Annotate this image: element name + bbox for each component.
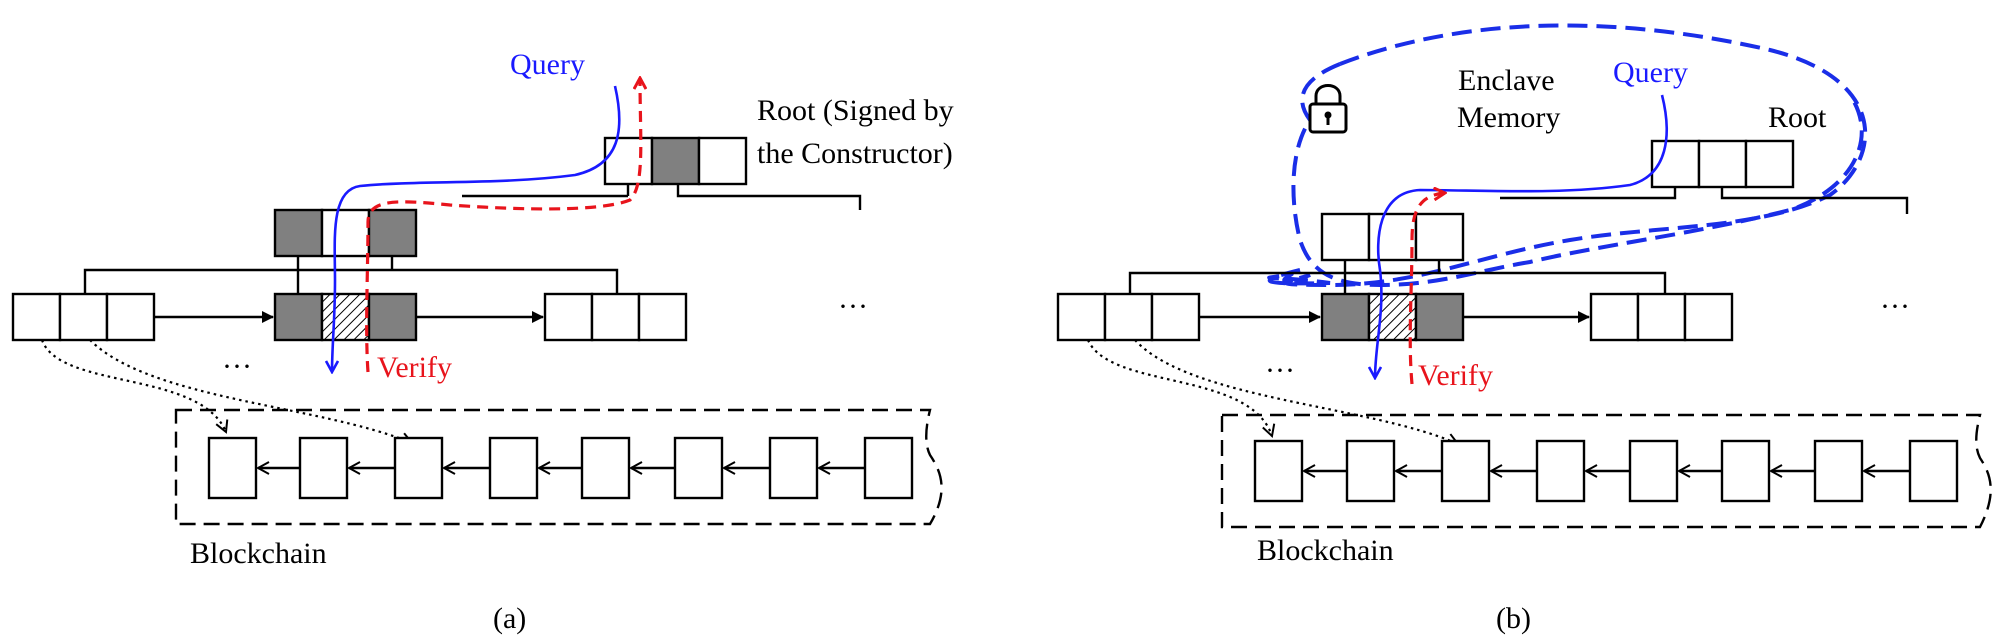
leaf-node-left: [11, 292, 156, 342]
ellipsis-below-b: ···: [1265, 354, 1295, 387]
root-node: [603, 136, 748, 186]
caption-a: (a): [493, 602, 526, 635]
middle-node-b: [1320, 212, 1465, 262]
verify-path: [365, 78, 641, 373]
middle-children-connector: [83, 256, 619, 294]
leaf-node-middle-b: [1320, 292, 1465, 342]
leaf-node-middle: [273, 292, 418, 342]
query-label-b: Query: [1613, 56, 1688, 89]
query-label: Query: [510, 48, 585, 81]
leaf-node-left-b: [1056, 292, 1201, 342]
leaf-node-right: [543, 292, 688, 342]
blockchain-label: Blockchain: [190, 537, 327, 570]
verify-label-b: Verify: [1418, 359, 1493, 392]
root-label-line1: Root (Signed by: [757, 94, 954, 127]
lock-icon: [1308, 84, 1348, 134]
ellipsis-below: ···: [222, 350, 252, 383]
middle-node: [273, 208, 418, 258]
root-label: Root: [1768, 101, 1827, 134]
enclave-label-line2: Memory: [1457, 101, 1560, 134]
block-pointer-b: [1134, 339, 1458, 444]
panel-b: Enclave Memory Root: [1056, 23, 1992, 635]
enclave-boundary: [1267, 23, 1868, 288]
block-pointer: [40, 339, 226, 432]
query-path-b: [1375, 94, 1668, 378]
verify-label: Verify: [377, 351, 452, 384]
root-children-connector-b: [1500, 187, 1909, 214]
blockchain-label-b: Blockchain: [1257, 534, 1394, 567]
verify-path-b: [1408, 193, 1445, 385]
blockchain: [174, 408, 943, 526]
blockchain-b: [1220, 413, 1992, 529]
leaf-node-right-b: [1589, 292, 1734, 342]
query-path: [332, 85, 621, 372]
middle-children-connector-b: [1128, 260, 1667, 294]
block-pointer-b: [1086, 339, 1272, 436]
enclave-label-line1: Enclave: [1458, 64, 1555, 97]
ellipsis-right: ···: [838, 290, 868, 323]
root-label-line2: the Constructor): [757, 137, 953, 170]
panel-a: ··· ··· Blockchain Query: [11, 48, 954, 635]
root-node-b: [1650, 139, 1795, 189]
caption-b: (b): [1496, 602, 1531, 635]
root-children-connector: [626, 184, 862, 210]
ellipsis-right-b: ···: [1880, 290, 1910, 323]
